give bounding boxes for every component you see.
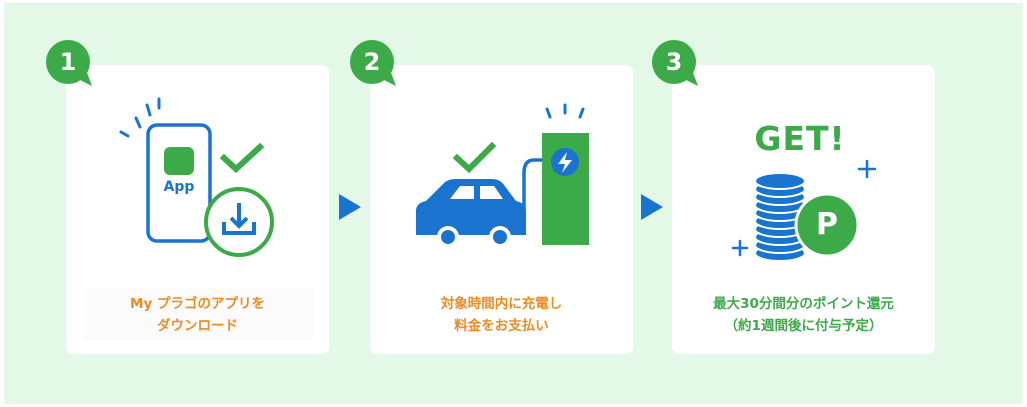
caption-line: My プラゴのアプリを — [130, 296, 265, 312]
step-caption: 対象時間内に充電し 料金をお支払い — [370, 293, 633, 337]
step-caption: 最大30分間分のポイント還元 （約1週間後に付与予定） — [672, 293, 935, 337]
steps-panel: App My プラゴのアプリを ダウンロード — [4, 3, 1023, 404]
caption-line: 料金をお支払い — [454, 318, 549, 334]
point-label: P — [816, 207, 838, 242]
step-card-3: GET! P 最大30分間分のポイント還元 （約1週間後に付与予定） — [672, 65, 935, 354]
step-number: 1 — [59, 48, 77, 76]
step-caption: My プラゴのアプリを ダウンロード — [66, 293, 329, 337]
caption-line: 最大30分間分のポイント還元 — [713, 296, 894, 312]
step-card-1: App My プラゴのアプリを ダウンロード — [66, 65, 329, 354]
caption-background — [84, 288, 313, 340]
step-number: 3 — [665, 48, 683, 76]
get-points-coins-icon — [731, 159, 877, 262]
car-charging-icon — [416, 103, 589, 248]
arrow-right-icon — [641, 194, 663, 220]
step-badge-1: 1 — [46, 40, 98, 92]
step-card-2: 対象時間内に充電し 料金をお支払い — [370, 65, 633, 354]
step-number: 2 — [363, 48, 381, 76]
app-label: App — [163, 179, 195, 195]
caption-line: ダウンロード — [157, 318, 238, 334]
phone-app-download-icon — [119, 97, 274, 257]
step-badge-3: 3 — [652, 40, 704, 92]
step-badge-2: 2 — [350, 40, 402, 92]
caption-line: （約1週間後に付与予定） — [724, 318, 883, 334]
arrow-right-icon — [339, 194, 361, 220]
get-label: GET! — [754, 119, 846, 158]
caption-line: 対象時間内に充電し — [440, 296, 563, 312]
